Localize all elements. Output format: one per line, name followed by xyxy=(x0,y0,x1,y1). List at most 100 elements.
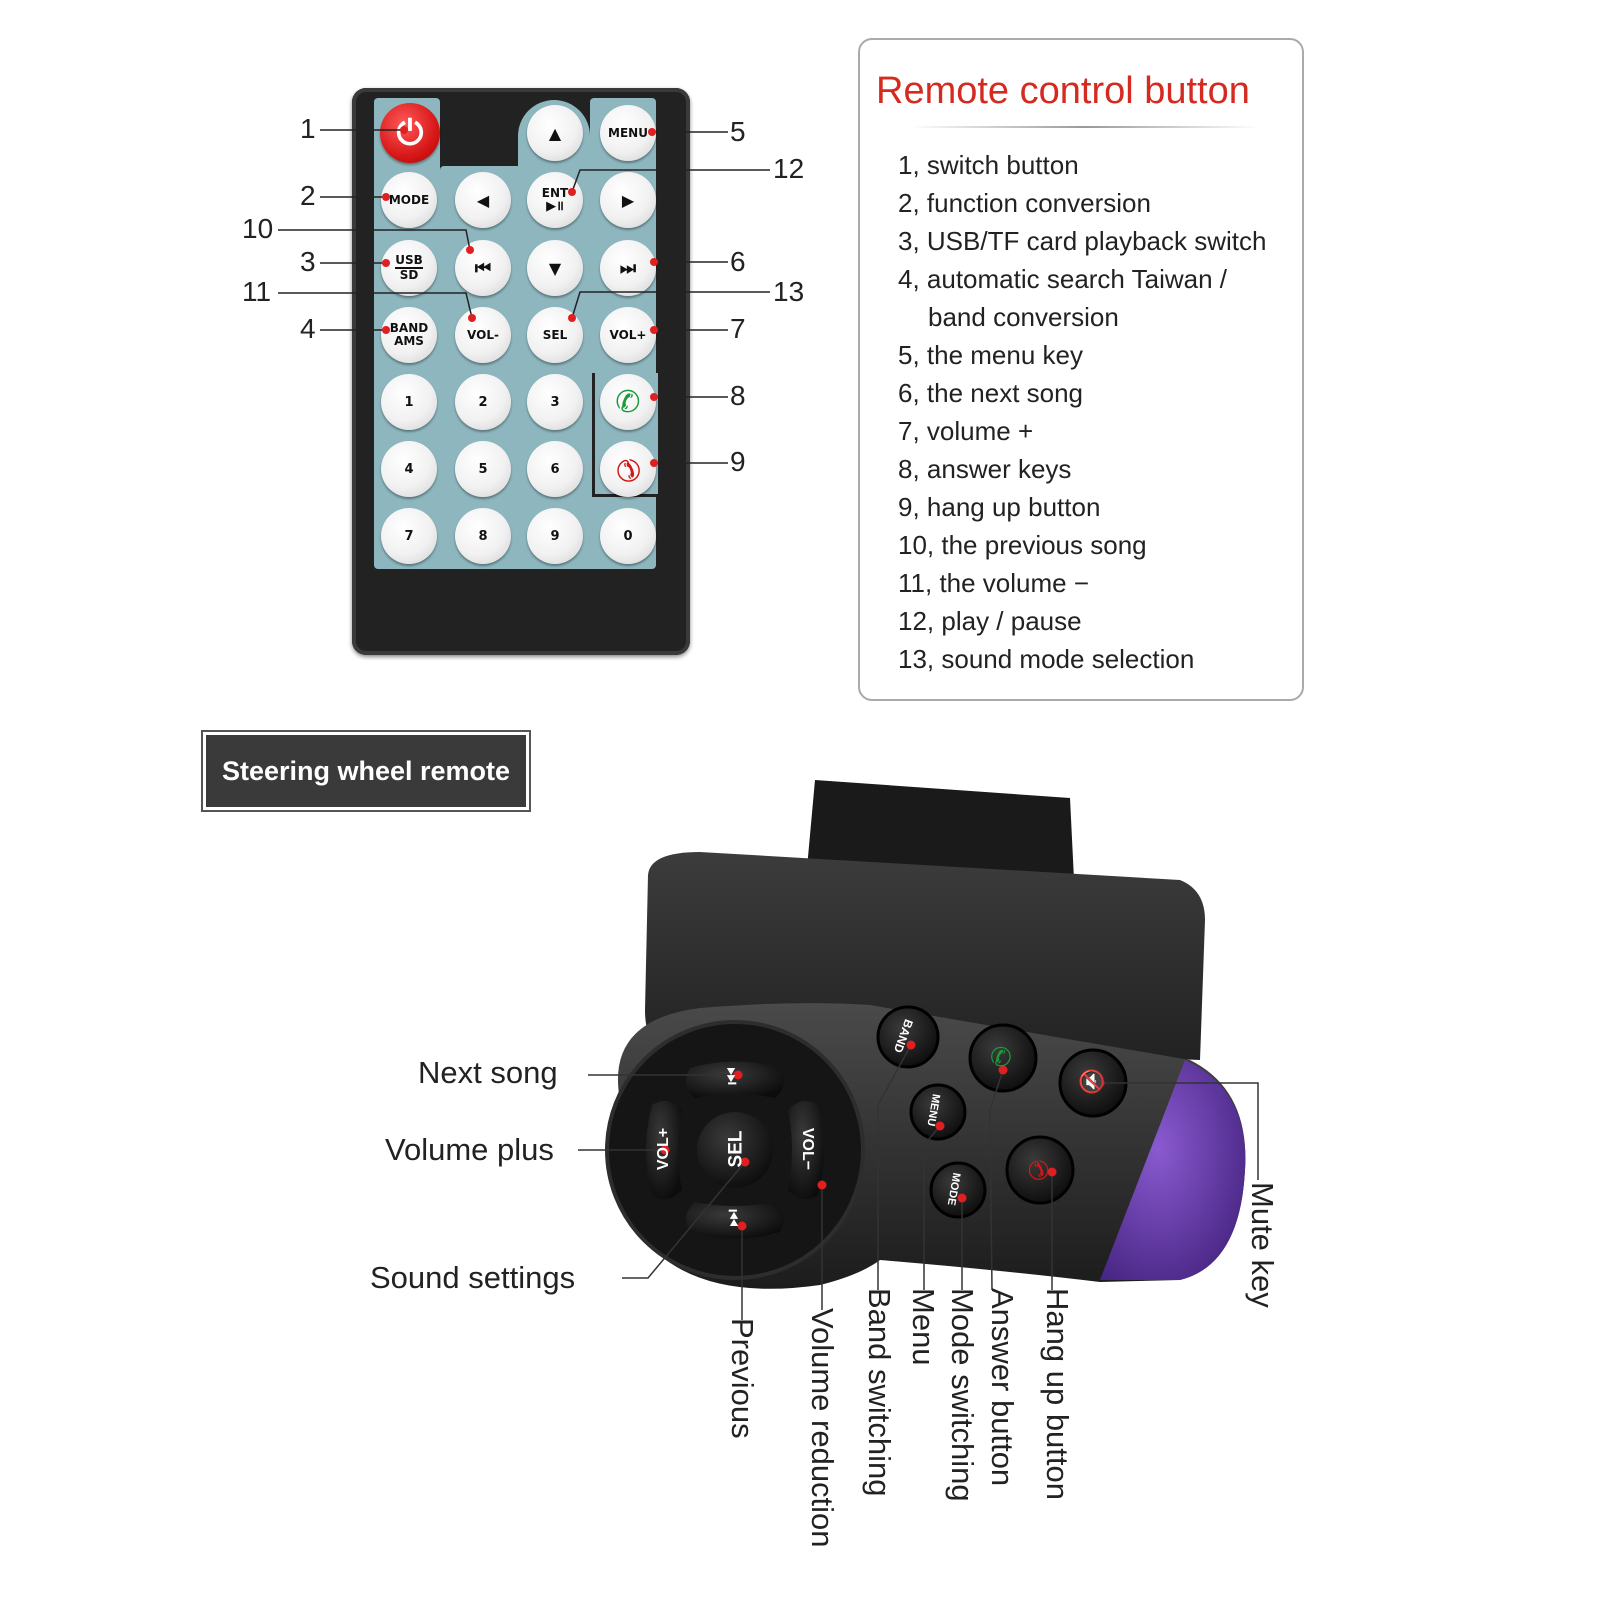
steering-remote-title: Steering wheel remote xyxy=(206,735,526,807)
sw-mute-icon[interactable]: 🔇 xyxy=(1078,1069,1106,1094)
right-button[interactable]: ▶ xyxy=(600,172,656,228)
digit-9-button[interactable]: 9 xyxy=(527,508,583,564)
callout-number-2: 2 xyxy=(300,180,316,211)
label-volume-reduction: Volume reduction xyxy=(805,1308,840,1548)
legend-item: 7, volume + xyxy=(898,416,1034,446)
legend-divider xyxy=(910,126,1260,128)
legend-title: Remote control button xyxy=(876,70,1250,112)
arrow-left-icon: ◀ xyxy=(476,190,490,210)
left-button[interactable]: ◀ xyxy=(455,172,511,228)
callout-number-9: 9 xyxy=(730,446,746,477)
up-button[interactable]: ▲ xyxy=(527,105,583,161)
digit-5-button[interactable]: 5 xyxy=(455,441,511,497)
callout-dot-12 xyxy=(568,188,576,196)
label-answer-button: Answer button xyxy=(985,1288,1020,1487)
callout-number-6: 6 xyxy=(730,246,746,277)
digit-6-button[interactable]: 6 xyxy=(527,441,583,497)
play-pause-icon: ▶॥ xyxy=(546,199,564,214)
menu-button[interactable]: MENU xyxy=(600,105,656,161)
arrow-down-icon: ▼ xyxy=(548,258,562,278)
legend-item: 3, USB/TF card playback switch xyxy=(898,226,1267,256)
label-band-switching: Band switching xyxy=(862,1288,897,1497)
sw-menu-button[interactable]: MENU xyxy=(924,1093,942,1127)
legend-item: band conversion xyxy=(928,302,1119,332)
callout-dot-13 xyxy=(568,314,576,322)
mount-clip xyxy=(645,852,1205,1060)
label-volume-plus: Volume plus xyxy=(385,1132,554,1167)
callout-number-13: 13 xyxy=(773,276,805,307)
sw-band-button[interactable]: BAND xyxy=(890,1017,916,1055)
remote-callout-lines xyxy=(278,129,770,464)
legend-item: 8, answer keys xyxy=(898,454,1072,484)
callout-number-12: 12 xyxy=(773,153,805,184)
callout-dot-4 xyxy=(382,326,390,334)
legend-item: 13, sound mode selection xyxy=(898,644,1195,674)
label-previous: Previous xyxy=(725,1318,760,1439)
legend-item: 10, the previous song xyxy=(898,530,1147,560)
arrow-up-icon: ▲ xyxy=(548,123,562,143)
legend-item: 9, hang up button xyxy=(898,492,1101,522)
legend-item: 4, automatic search Taiwan / xyxy=(898,264,1228,294)
vol-minus-button[interactable]: VOL- xyxy=(455,307,511,363)
sw-mode-button[interactable]: MODE xyxy=(944,1171,963,1207)
callout-dot-8 xyxy=(650,393,658,401)
label-next-song: Next song xyxy=(418,1055,558,1090)
digit-3-button[interactable]: 3 xyxy=(527,374,583,430)
digit-8-button[interactable]: 8 xyxy=(455,508,511,564)
phone-answer-icon: ✆ xyxy=(615,384,641,420)
mute-light-panel xyxy=(1100,1060,1246,1280)
callout-dot-3 xyxy=(382,259,390,267)
sw-answer-icon[interactable]: ✆ xyxy=(990,1042,1012,1072)
label-menu: Menu xyxy=(906,1288,941,1366)
callout-number-11: 11 xyxy=(242,276,272,307)
sw-vol-plus-button[interactable]: VOL+ xyxy=(655,1127,673,1171)
legend-item: 6, the next song xyxy=(898,378,1084,408)
digit-1-button[interactable]: 1 xyxy=(381,374,437,430)
label-mode-switching: Mode switching xyxy=(945,1288,980,1502)
callout-number-5: 5 xyxy=(730,116,746,147)
callout-number-3: 3 xyxy=(300,246,316,277)
label-mute-key: Mute key xyxy=(1245,1182,1280,1308)
hang-up-button[interactable]: ✆ xyxy=(600,441,656,497)
answer-call-button[interactable]: ✆ xyxy=(600,374,656,430)
enter-play-pause-button[interactable]: ENT▶॥ xyxy=(527,172,583,228)
velcro-strap xyxy=(805,780,1075,900)
digit-7-button[interactable]: 7 xyxy=(381,508,437,564)
digit-0-button[interactable]: 0 xyxy=(600,508,656,564)
phone-hangup-icon: ✆ xyxy=(606,447,650,491)
next-icon: ⏭ xyxy=(619,257,637,279)
legend-item: 5, the menu key xyxy=(898,340,1083,370)
callout-dot-10 xyxy=(466,246,474,254)
callout-dot-7 xyxy=(650,326,658,334)
callout-number-4: 4 xyxy=(300,313,316,344)
previous-button[interactable]: ⏮ xyxy=(455,240,511,296)
digit-4-button[interactable]: 4 xyxy=(381,441,437,497)
callout-dot-5 xyxy=(648,128,656,136)
sw-previous-icon[interactable]: ⏮ xyxy=(721,1209,745,1227)
label-hang-up-button: Hang up button xyxy=(1040,1288,1075,1501)
sw-sel-button[interactable]: SEL xyxy=(725,1130,747,1168)
legend-item: 2, function conversion xyxy=(898,188,1151,218)
next-button[interactable]: ⏭ xyxy=(600,240,656,296)
sw-next-icon[interactable]: ⏭ xyxy=(721,1067,745,1085)
callout-dot-2 xyxy=(382,193,390,201)
digit-2-button[interactable]: 2 xyxy=(455,374,511,430)
power-button[interactable]: ⏻ xyxy=(380,103,440,163)
sw-vol-minus-button[interactable]: VOL− xyxy=(799,1127,817,1171)
down-button[interactable]: ▼ xyxy=(527,240,583,296)
sw-hangup-icon[interactable]: ✆ xyxy=(1019,1151,1057,1189)
mode-button[interactable]: MODE xyxy=(381,172,437,228)
callout-number-8: 8 xyxy=(730,380,746,411)
legend-item: 11, the volume − xyxy=(898,568,1090,598)
callout-dot-6 xyxy=(650,258,658,266)
legend-box: Remote control button 1, switch button 2… xyxy=(858,38,1304,701)
arrow-right-icon: ▶ xyxy=(621,190,635,210)
legend-item: 12, play / pause xyxy=(898,606,1082,636)
previous-icon: ⏮ xyxy=(474,257,492,279)
vol-plus-button[interactable]: VOL+ xyxy=(600,307,656,363)
callout-number-10: 10 xyxy=(242,213,274,244)
remote-body xyxy=(614,1003,1246,1289)
callout-dot-1 xyxy=(400,126,408,134)
